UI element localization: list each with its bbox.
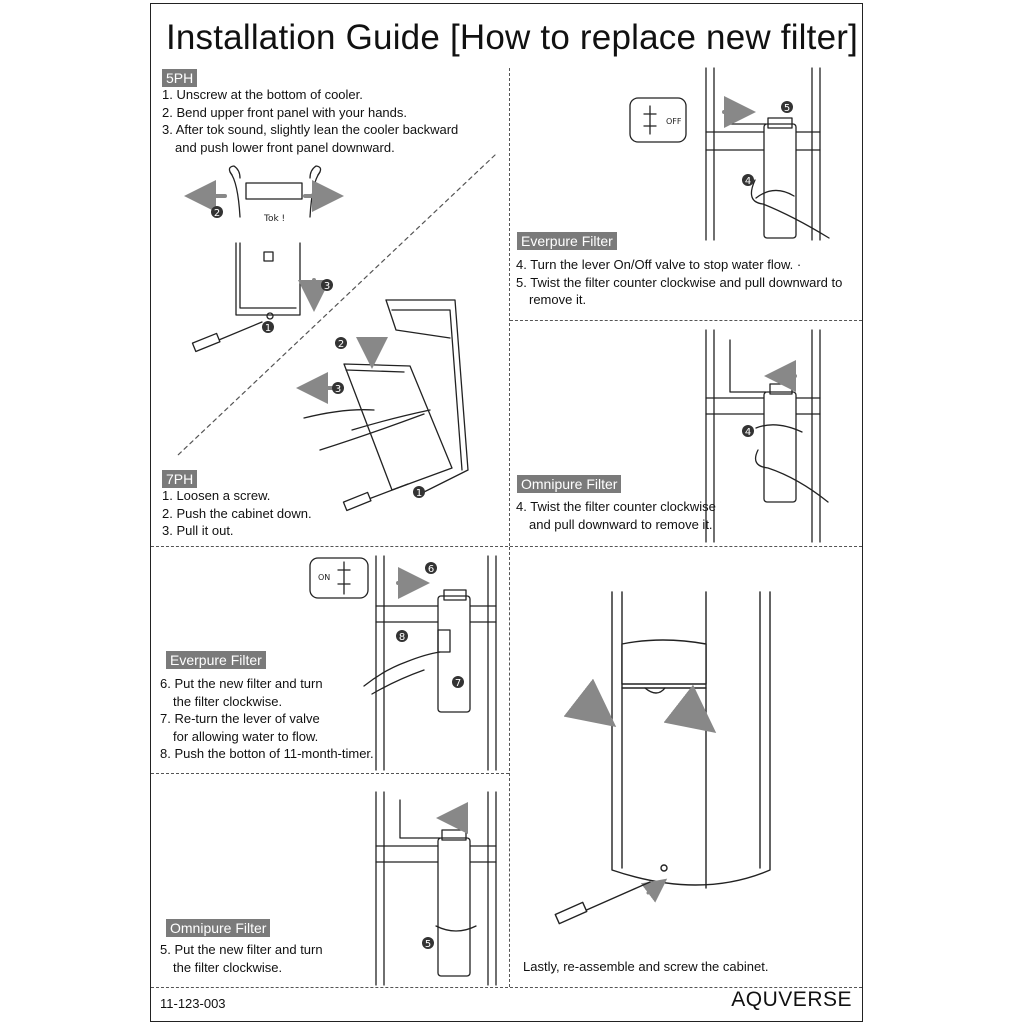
section-label-everpure-install: Everpure Filter: [166, 651, 266, 669]
omnipure-install-illustration: [375, 791, 497, 986]
screwdriver-icon: [554, 881, 651, 925]
omnipure-remove-illustration: [705, 329, 829, 543]
valve-off-label: OFF: [666, 117, 682, 126]
divider: [510, 320, 862, 321]
valve-off-callout: [629, 97, 687, 143]
step-marker-label: 3: [324, 281, 330, 292]
step-marker-label: 3: [335, 384, 341, 395]
step-marker: [211, 206, 223, 218]
divider-top: [509, 68, 510, 546]
step-text: the filter clockwise.: [173, 959, 283, 975]
step-marker-label: 2: [214, 208, 220, 219]
step-text: 2. Bend upper front panel with your hand…: [162, 104, 407, 120]
step-text: 6. Put the new filter and turn: [160, 676, 323, 691]
step-marker-label: 6: [428, 564, 434, 575]
step-marker: [781, 101, 793, 113]
step-marker-label: 1: [416, 488, 422, 499]
step-text: 4. Twist the filter counter clockwise: [516, 499, 716, 514]
steps-omnipure-remove: 4. Twist the filter counter clockwise an…: [516, 498, 716, 533]
tok-label: Tok !: [263, 214, 285, 224]
step-text: the filter clockwise.: [173, 693, 283, 709]
footer-divider: [151, 987, 862, 988]
arrow-diagonal: [563, 678, 617, 728]
section-label-omnipure-remove: Omnipure Filter: [517, 475, 622, 493]
step-marker-label: 2: [338, 339, 344, 350]
divider-bottom: [509, 547, 510, 987]
step-text: 4. Turn the lever On/Off valve to stop w…: [516, 257, 802, 272]
cooler-front-illustration: [235, 242, 301, 320]
step-marker: [742, 425, 754, 437]
step-marker: [396, 630, 408, 642]
step-text: 1. Loosen a screw.: [162, 488, 271, 503]
document-code: 11-123-003: [160, 996, 226, 1011]
steps-everpure-remove: 4. Turn the lever On/Off valve to stop w…: [516, 256, 842, 309]
screwdriver-icon: [342, 483, 409, 512]
guide-sheet: [150, 3, 863, 1022]
step-text: 5. Put the new filter and turn: [160, 942, 323, 957]
step-marker-label: 5: [784, 103, 790, 114]
step-text: remove it.: [529, 292, 587, 307]
step-marker-label: 8: [399, 632, 405, 643]
panel-bend-illustration: [228, 165, 322, 218]
step-marker-label: 1: [265, 323, 271, 334]
step-marker: [425, 562, 437, 574]
page-title: Installation Guide [How to replace new f…: [165, 18, 859, 57]
reassemble-text: Lastly, re-assemble and screw the cabine…: [523, 959, 769, 974]
step-marker-label: 5: [425, 939, 431, 950]
divider: [151, 546, 862, 547]
step-marker: [262, 321, 274, 333]
step-text: 3. After tok sound, slightly lean the co…: [162, 122, 459, 137]
section-label-5ph: 5PH: [162, 69, 198, 87]
valve-on-callout: [309, 557, 369, 599]
everpure-remove-illustration: [705, 67, 830, 241]
reassemble-cooler-illustration: [611, 591, 771, 889]
step-marker: [332, 382, 344, 394]
step-markers: 2 3 1 2 3 1 5 4 4 6 8 7 5: [211, 101, 793, 950]
steps-5ph: 1. Unscrew at the bottom of cooler. 2. B…: [162, 86, 458, 156]
step-text: 1. Unscrew at the bottom of cooler.: [162, 87, 363, 102]
step-marker: [321, 279, 333, 291]
step-marker: [452, 676, 464, 688]
step-marker-label: 4: [745, 427, 751, 438]
step-marker: [742, 174, 754, 186]
everpure-install-illustration: [363, 555, 497, 771]
cabinet-tilt-illustration: [303, 299, 469, 496]
step-text: 7. Re-turn the lever of valve: [160, 711, 320, 726]
steps-everpure-install: 6. Put the new filter and turn the filte…: [160, 675, 374, 763]
section-label-7ph: 7PH: [162, 470, 198, 488]
section-label-omnipure-install: Omnipure Filter: [166, 919, 271, 937]
valve-on-label: ON: [318, 573, 330, 582]
brand-logo: AQUVERSE: [731, 988, 852, 1011]
arrow-diagonal: [640, 878, 668, 903]
steps-7ph: 1. Loosen a screw. 2. Push the cabinet d…: [162, 487, 312, 540]
step-text: 3. Pull it out.: [162, 523, 234, 538]
step-marker: [422, 937, 434, 949]
divider: [151, 773, 509, 774]
step-text: and push lower front panel downward.: [175, 139, 395, 155]
step-text: and pull downward to remove it.: [529, 516, 713, 532]
arrow-diagonal: [663, 684, 717, 734]
screwdriver-icon: [191, 321, 263, 353]
steps-omnipure-install: 5. Put the new filter and turn the filte…: [160, 941, 323, 976]
step-marker: [413, 486, 425, 498]
section-split-line: [177, 154, 496, 456]
step-marker-label: 7: [455, 678, 461, 689]
section-label-everpure-remove: Everpure Filter: [517, 232, 617, 250]
step-marker: [335, 337, 347, 349]
step-marker-label: 4: [745, 176, 751, 187]
step-text: 2. Push the cabinet down.: [162, 505, 312, 521]
step-text: 8. Push the botton of 11-month-timer.: [160, 746, 374, 761]
step-text: 5. Twist the filter counter clockwise an…: [516, 274, 843, 290]
step-text: for allowing water to flow.: [173, 728, 319, 744]
